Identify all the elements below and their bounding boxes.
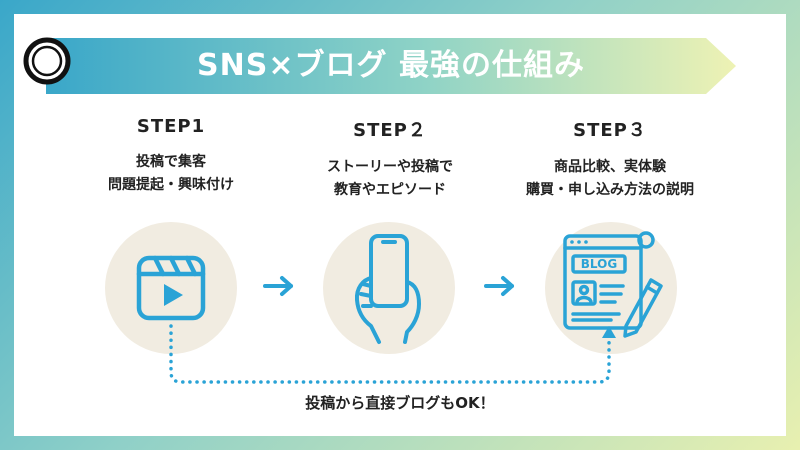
blog-page-icon: BLOG (563, 231, 663, 338)
desc-line: 問題提起・興味付け (108, 177, 234, 193)
step-description: 商品比較、実体験 購買・申し込み方法の説明 (500, 156, 720, 202)
step-2: STEP２ ストーリーや投稿で 教育やエピソード (280, 116, 500, 202)
ring-icon (23, 37, 71, 85)
blog-badge-text: BLOG (581, 257, 617, 271)
connector-arrowhead-icon (602, 326, 616, 338)
desc-line: 教育やエピソード (334, 182, 446, 198)
step-description: ストーリーや投稿で 教育やエピソード (280, 156, 500, 202)
video-reel-icon (136, 255, 206, 321)
desc-line: 購買・申し込み方法の説明 (526, 182, 694, 198)
step-label: STEP1 (136, 116, 206, 137)
step-label: STEP２ (353, 120, 427, 141)
step-2-circle (323, 222, 455, 354)
step-description: 投稿で集客 問題提起・興味付け (61, 151, 281, 197)
step-3: STEP３ 商品比較、実体験 購買・申し込み方法の説明 (500, 116, 720, 202)
bottom-note: 投稿から直接ブログもOK！ (305, 394, 495, 412)
title-banner: SNS×ブログ 最強の仕組み (46, 38, 736, 94)
smartphone-hand-icon (354, 234, 421, 344)
banner-arrow-shape (46, 38, 736, 94)
desc-line: 商品比較、実体験 (554, 159, 666, 175)
page-title: SNS×ブログ 最強の仕組み (197, 48, 585, 83)
arrow-right-icon (263, 276, 293, 296)
step-1: STEP1 投稿で集客 問題提起・興味付け (61, 116, 281, 197)
desc-line: ストーリーや投稿で (327, 159, 453, 175)
desc-line: 投稿で集客 (136, 154, 206, 170)
step-label: STEP３ (573, 120, 647, 141)
arrow-right-icon (484, 276, 514, 296)
